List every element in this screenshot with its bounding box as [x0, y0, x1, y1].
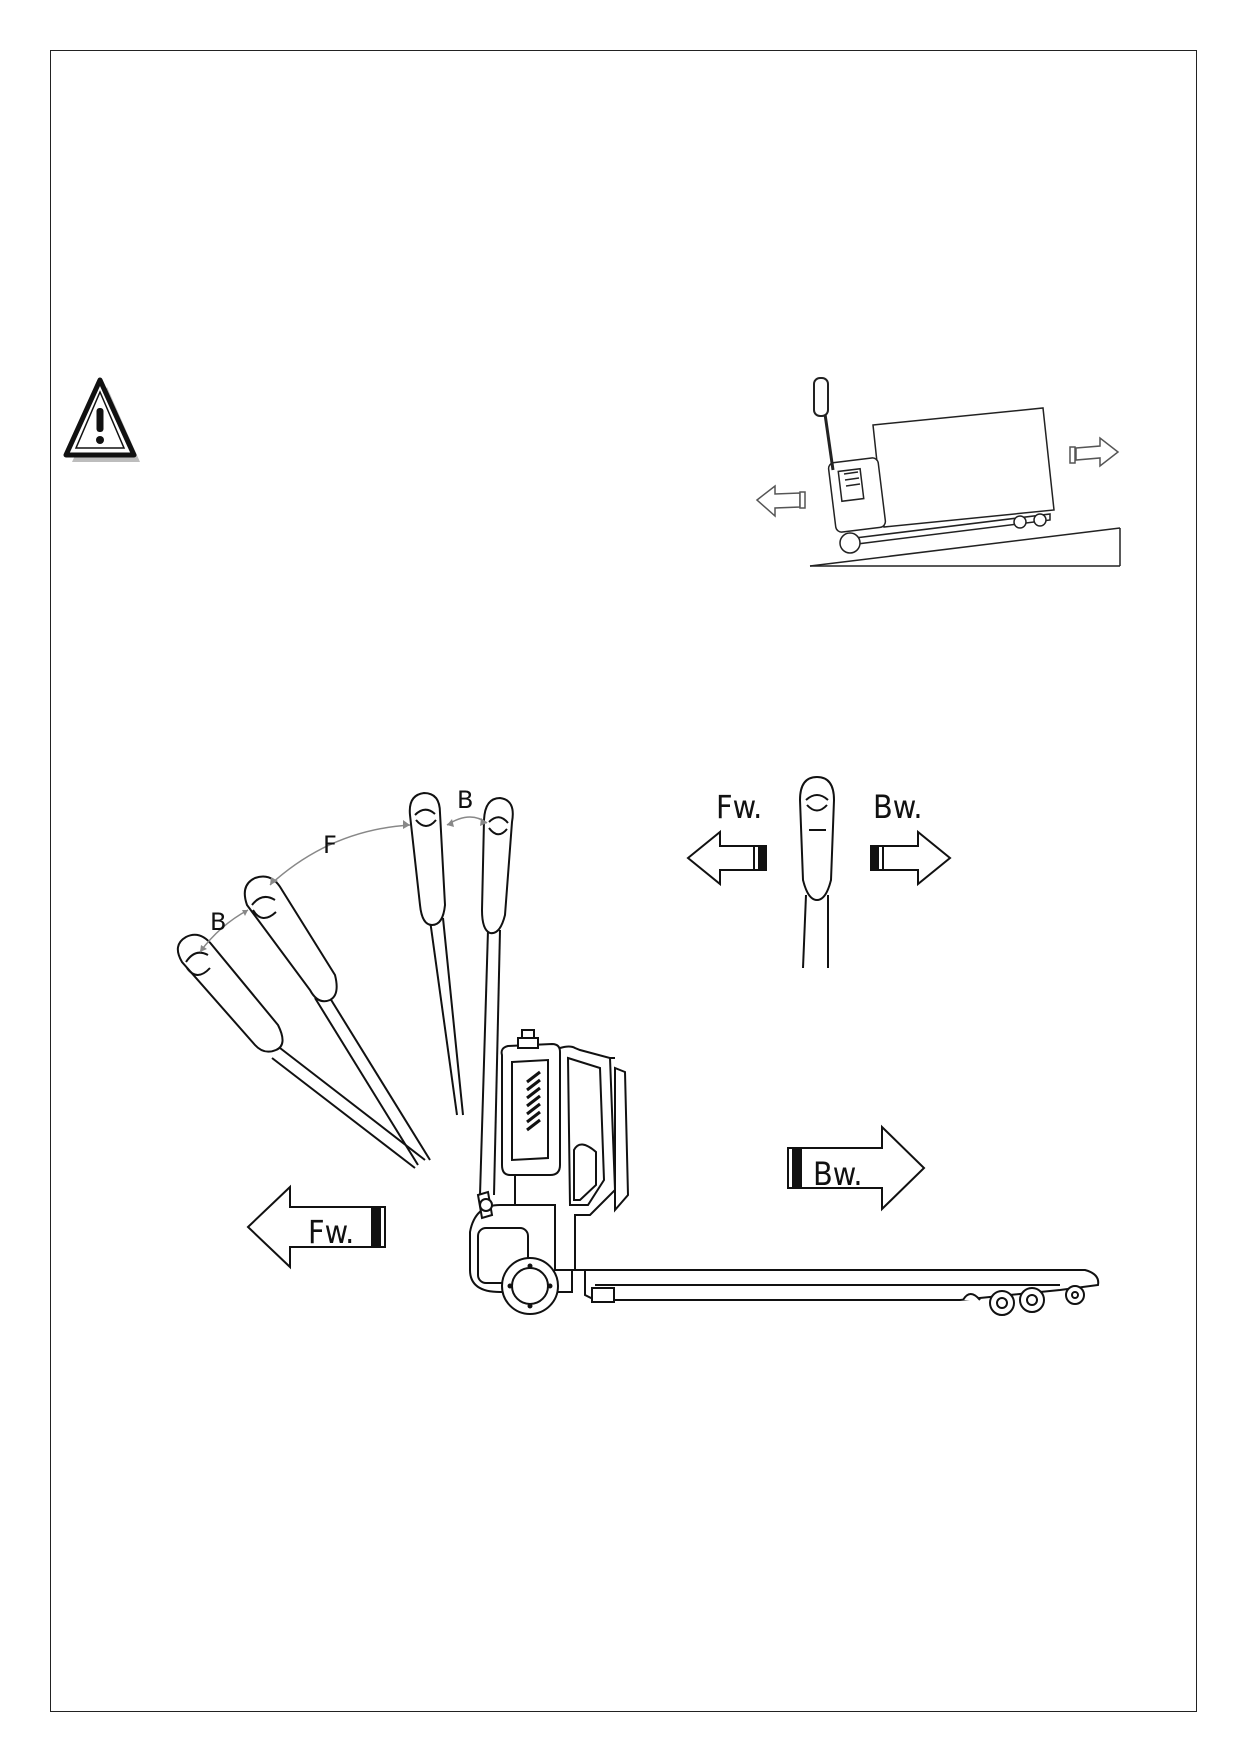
- tiller-position-driving: [243, 875, 431, 1166]
- inset-backward-arrow: [870, 829, 952, 887]
- zone-label-f: F: [323, 831, 337, 859]
- truck-backward-arrow: [787, 1124, 926, 1212]
- handle-direction-inset: Fw. Bw.: [686, 775, 952, 969]
- truck-forward-arrow: [246, 1184, 386, 1270]
- tiller-position-upright: [479, 796, 514, 1196]
- inset-backward-label: Bw.: [873, 788, 923, 826]
- truck-forward-label: Fw.: [308, 1213, 354, 1251]
- warning-triangle-icon: [63, 377, 140, 462]
- tiller-position-braking-high: [408, 791, 464, 1116]
- ramp-illustration: [809, 377, 1121, 567]
- inset-forward-arrow: [686, 829, 767, 887]
- tiller-zone-arcs-arrowheads: [200, 818, 487, 952]
- truck-backward-label: Bw.: [813, 1155, 863, 1193]
- pallet-truck-drawing: [469, 1029, 1100, 1316]
- inset-forward-label: Fw.: [716, 788, 762, 826]
- ramp-left-arrow: [755, 484, 806, 518]
- tiller-position-braking-low: [176, 933, 426, 1169]
- ramp-right-arrow: [1069, 436, 1120, 468]
- zone-label-b-high: B: [457, 786, 473, 814]
- page-border: [50, 50, 1197, 1712]
- zone-label-b-low: B: [210, 908, 226, 936]
